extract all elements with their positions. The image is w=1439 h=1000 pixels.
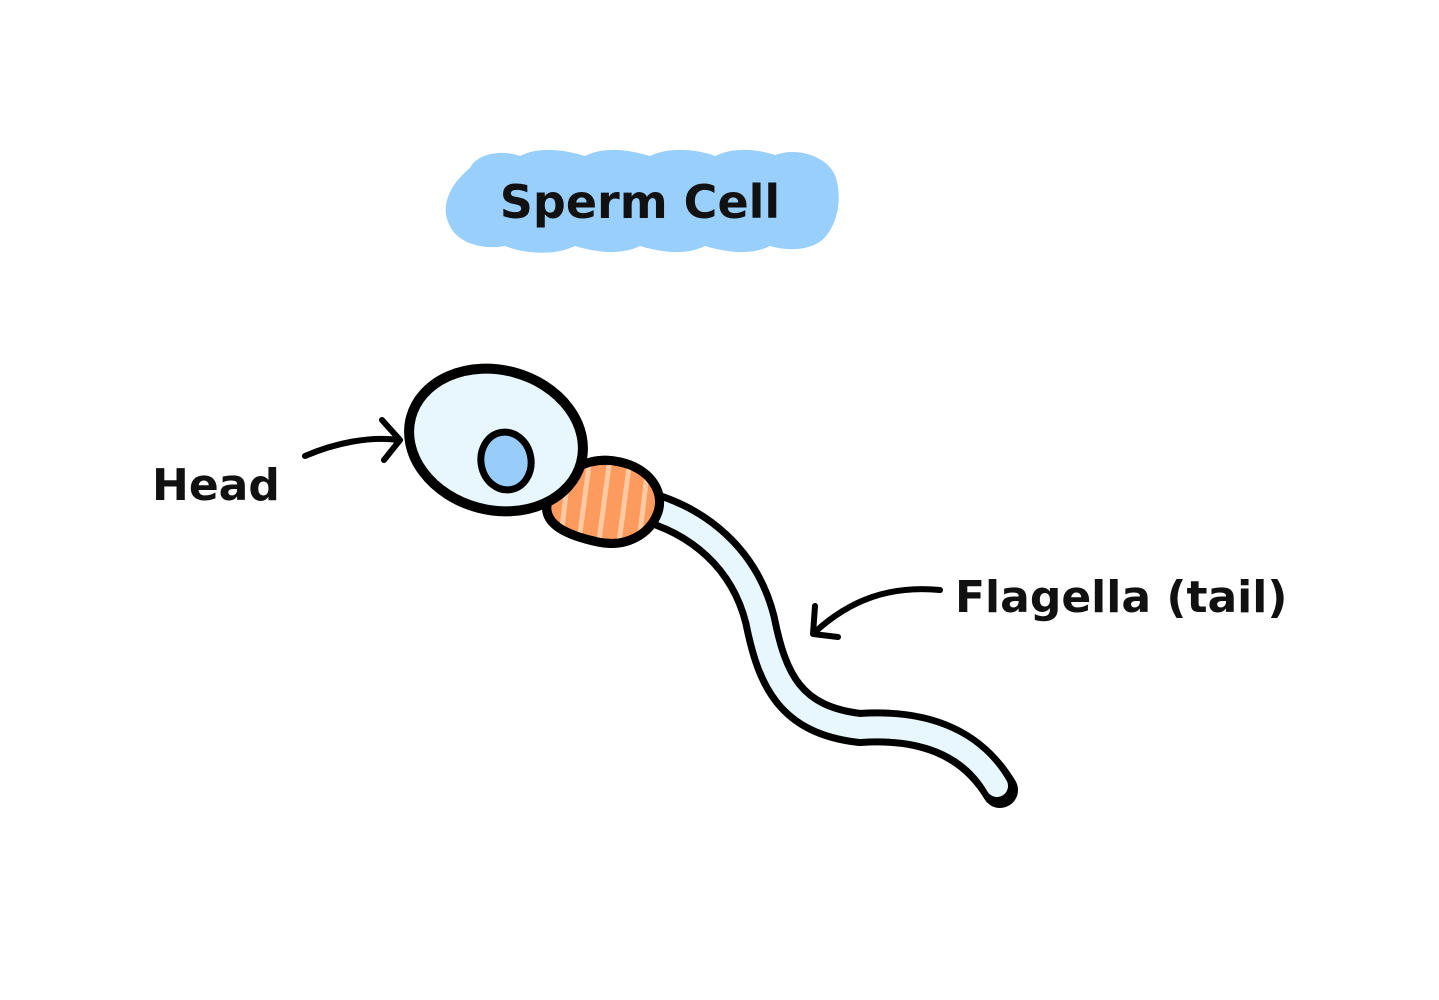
flagella-fill [629, 494, 1008, 797]
midpiece-outline [542, 455, 664, 548]
title-highlight [445, 149, 839, 253]
head-arrow [302, 417, 403, 463]
flagella [622, 487, 1018, 808]
diagram-title: Sperm Cell [500, 175, 780, 229]
title-highlight-blob [445, 149, 839, 253]
nucleus [477, 428, 535, 494]
label-head: Head [152, 460, 280, 511]
label-flagella: Flagella (tail) [955, 572, 1287, 623]
sperm-head [404, 363, 588, 517]
flagella-arrow [810, 586, 943, 640]
